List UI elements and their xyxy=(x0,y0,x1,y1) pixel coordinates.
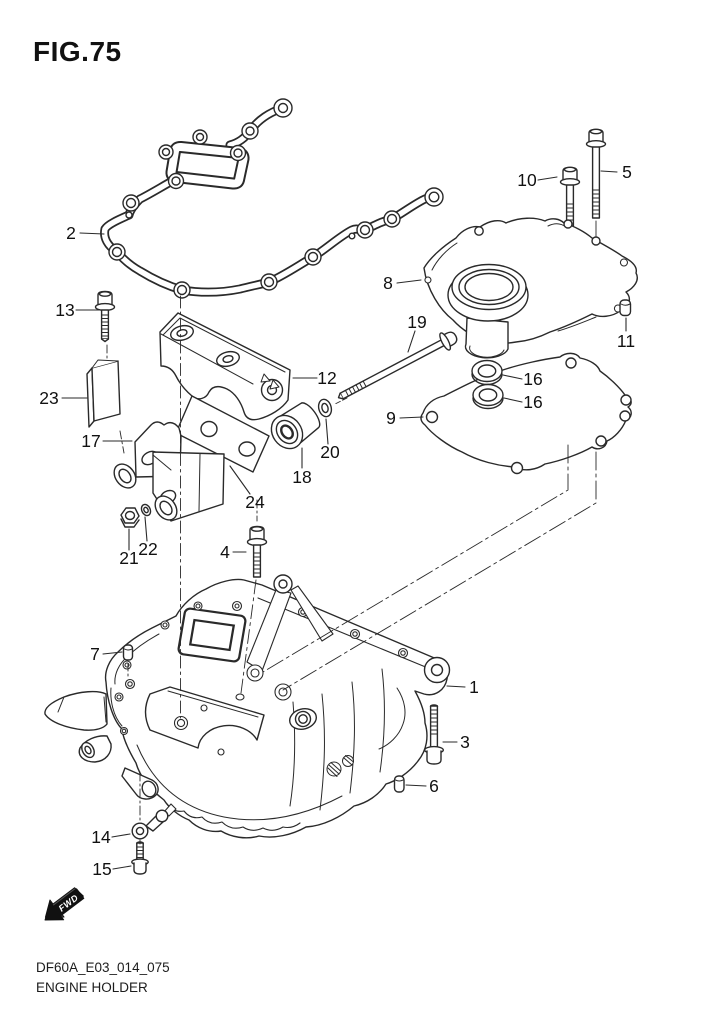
callout-4: 4 xyxy=(220,542,230,562)
callout-6: 6 xyxy=(429,776,439,796)
part-mount-block-12 xyxy=(159,312,291,421)
callout-16b: 16 xyxy=(523,392,542,412)
callout-5: 5 xyxy=(622,162,632,182)
part-plate-23 xyxy=(86,359,121,428)
part-cover-plate-8 xyxy=(423,217,638,359)
fwd-direction-arrow: FWD xyxy=(44,887,85,921)
figure-footer: DF60A_E03_014_075 ENGINE HOLDER xyxy=(36,958,170,998)
part-plate-24 xyxy=(175,395,270,473)
figure-title: FIG.75 xyxy=(33,36,122,67)
callout-15: 15 xyxy=(92,859,111,879)
leader-lines xyxy=(61,170,627,870)
part-seal-16-upper xyxy=(471,359,503,386)
callout-1: 1 xyxy=(469,677,479,697)
alignment-lines xyxy=(106,295,597,845)
callout-23: 23 xyxy=(39,388,58,408)
callout-18: 18 xyxy=(292,467,311,487)
callout-20: 20 xyxy=(320,442,340,462)
part-bolt-3 xyxy=(424,704,445,765)
part-pin-7 xyxy=(122,644,134,661)
callout-22: 22 xyxy=(138,539,157,559)
part-bolt-13 xyxy=(94,290,116,343)
part-seal-16-lower xyxy=(472,383,504,410)
part-mount-18 xyxy=(270,402,321,450)
callout-17: 17 xyxy=(81,431,100,451)
callout-10: 10 xyxy=(517,170,537,190)
part-nut-21 xyxy=(120,507,140,528)
callout-16a: 16 xyxy=(523,369,542,389)
part-engine-holder-1 xyxy=(44,574,451,839)
part-gasket-2 xyxy=(100,98,444,299)
part-washer-20 xyxy=(317,398,333,418)
callout-21: 21 xyxy=(119,548,138,568)
part-bolt-15 xyxy=(131,841,149,875)
callout-19: 19 xyxy=(407,312,426,332)
part-bolt-4 xyxy=(246,525,268,578)
part-plug-11 xyxy=(619,299,632,317)
callout-7: 7 xyxy=(90,644,100,664)
callout-8: 8 xyxy=(383,273,393,293)
callout-labels: 2 13 23 17 12 20 18 24 21 22 4 10 5 8 11… xyxy=(39,162,635,879)
callout-24: 24 xyxy=(245,492,265,512)
part-bolt-5 xyxy=(585,128,607,238)
callout-13: 13 xyxy=(55,300,74,320)
callout-2: 2 xyxy=(66,223,76,243)
callout-9: 9 xyxy=(386,408,396,428)
part-bolt-10 xyxy=(559,166,581,241)
callout-12: 12 xyxy=(317,368,336,388)
callout-14: 14 xyxy=(91,827,111,847)
part-bolt-19 xyxy=(337,331,458,400)
figure-caption: ENGINE HOLDER xyxy=(36,980,148,995)
part-plug-6 xyxy=(393,775,405,793)
part-bracket-17 xyxy=(113,421,225,522)
part-washer-22 xyxy=(140,503,152,517)
part-anode-14 xyxy=(131,803,177,840)
callout-3: 3 xyxy=(460,732,470,752)
callout-11: 11 xyxy=(617,331,635,351)
part-gasket-9 xyxy=(420,352,632,475)
drawing-code: DF60A_E03_014_075 xyxy=(36,960,170,975)
